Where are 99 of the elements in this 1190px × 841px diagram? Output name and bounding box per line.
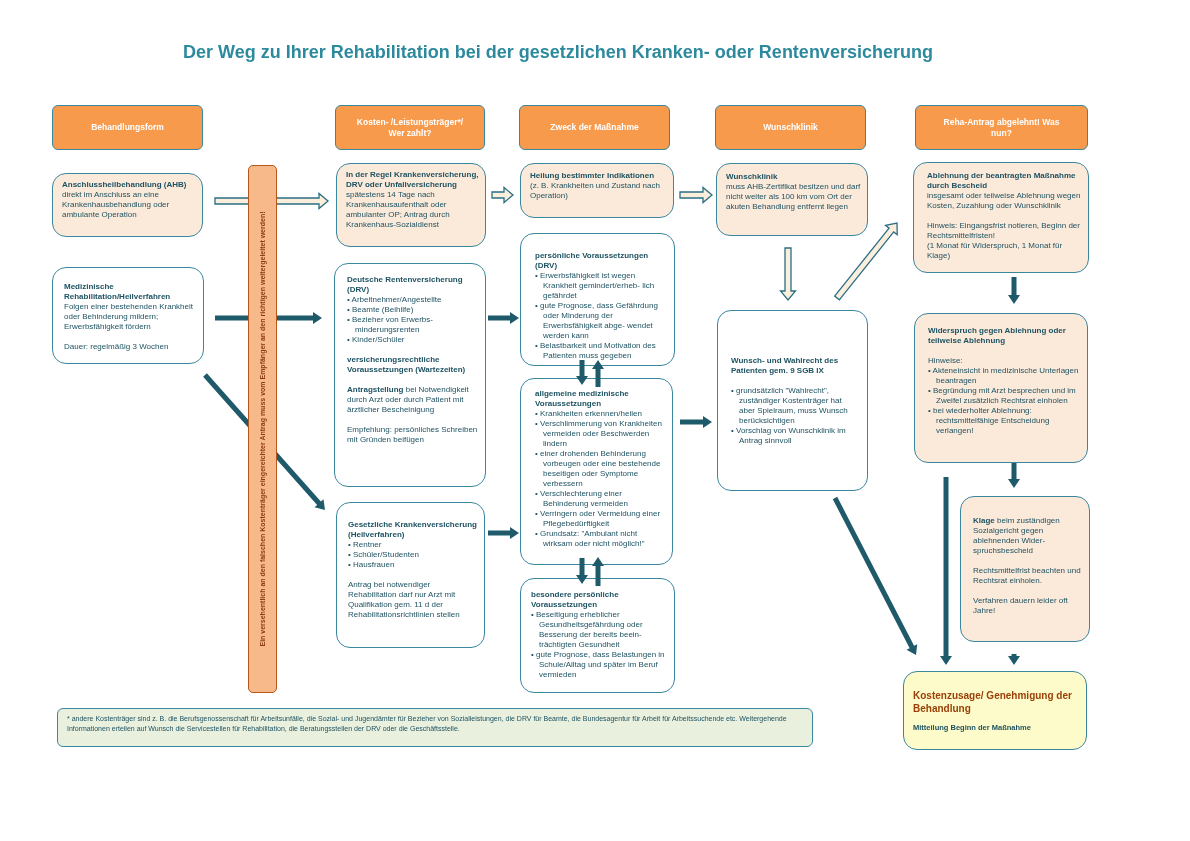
bullet-item: • Kinder/Schüler [347, 335, 406, 345]
box-text: spätestens 14 Tage nach Krankenhausaufenthalt oder ambulanter OP; Antrag durch Krankenhaus-Sozialdienst [346, 190, 451, 230]
arrow [680, 416, 712, 428]
bullet-item: • Begründung mit Arzt besprechen und im Zweifel zusätzlich Rechtsrat einholen [928, 386, 1077, 406]
box-heading: Wunsch- und Wahlrecht des Patienten gem. 9 SGB IX [731, 355, 840, 376]
arrow [779, 247, 797, 301]
arrow [576, 558, 588, 584]
box-text: Hinweise: [928, 356, 964, 366]
bullet-item: • bei wiederholter Ablehnung: rechtsmittelfähige Entscheidung verlangen! [928, 406, 1051, 436]
info-box [52, 173, 203, 237]
arrow [1008, 277, 1020, 304]
column-header [519, 105, 670, 150]
result-box [903, 671, 1087, 750]
bullet-item: • Beseitigung erheblicher Gesundheitsgefährdung oder Besserung der bereits beein- trächtigten Gesundheit [531, 610, 644, 650]
arrow [214, 192, 329, 210]
info-box [334, 263, 486, 487]
box-text: (1 Monat für Widerspruch, 1 Monat für Klage) [927, 241, 1064, 261]
bullet-item: • einer drohenden Behinderung vorbeugen oder eine bestehende beseitigen oder Symptome verbessern [535, 449, 662, 489]
box-text: Hinweis: Eingangsfrist notieren, Beginn der Rechtsmittelfristen! [927, 221, 1081, 241]
column-header [52, 105, 203, 150]
box-heading: Widerspruch gegen Ablehnung oder teilweise Ablehnung [928, 326, 1067, 346]
box-heading: Heilung bestimmter Indikationen [530, 171, 655, 181]
bullet-item: • Arbeitnehmer/Angestellte [347, 295, 443, 305]
info-box [520, 378, 673, 565]
info-box [336, 163, 486, 247]
header-text: Reha-Antrag abgelehnt! Was nun? [942, 116, 1061, 139]
info-box [716, 163, 868, 236]
bullet-item: • Erwerbsfähigkeit ist wegen Krankheit gemindert/erheb- lich gefährdet [535, 271, 656, 301]
bullet-item: • Hausfrauen [348, 560, 396, 570]
box-heading: persönliche Voraussetzungen (DRV) [535, 251, 650, 271]
box-text: Antrag bei notwendiger Rehabilitation darf nur Arzt mit Qualifikation gem. 11 d der Rehabilitationsrichtlinien stellen [348, 580, 461, 620]
info-box [914, 313, 1088, 463]
arrow [940, 477, 952, 665]
box-text: Klage beim zuständigen Sozialgericht gegen ablehnenden Wider- spruchsbescheid [973, 516, 1061, 556]
info-box [913, 162, 1089, 273]
bullet-item: • Bezieher von Erwerbs- minderungsrenten [347, 315, 434, 335]
bullet-item: • Schüler/Studenten [348, 550, 420, 560]
box-text: Verfahren dauern leider oft Jahre! [973, 596, 1069, 616]
box-heading: Anschlussheilbehandlung (AHB) [62, 180, 188, 190]
bullet-item: • Belastbarkeit und Motivation des Patienten muss gegeben [535, 341, 657, 361]
info-box [336, 502, 485, 648]
vertical-banner [248, 165, 277, 693]
box-text: insgesamt oder teilweise Ablehnung wegen Kosten, Zuzahlung oder Wunschklinik [927, 191, 1082, 211]
box-text: muss AHB-Zertifikat besitzen und darf nicht weiter als 100 km vom Ort der akuten Behandlung entfernt liegen [726, 182, 861, 212]
info-box [520, 163, 674, 218]
box-heading: allgemeine medizinische Voraussetzungen [535, 389, 630, 409]
header-text: Zweck der Maßnahme [550, 122, 639, 133]
box-heading: Kostenzusage/ Genehmigung der Behandlung [913, 689, 1073, 715]
arrow [203, 373, 325, 510]
bullet-item: • gute Prognose, dass Gefährdung oder Minderung der Erwerbsfähigkeit abge- wendet werden kann [535, 301, 659, 341]
info-box [717, 310, 868, 491]
bullet-item: • Rentner [348, 540, 383, 550]
column-header [335, 105, 485, 150]
header-text: Behandlungsform [91, 122, 164, 133]
box-heading: Gesetzliche Krankenversicherung (Heilverfahren) [348, 520, 478, 540]
info-box [520, 578, 675, 693]
box-heading: Deutsche Rentenversicherung (DRV) [347, 275, 464, 295]
bullet-item: • Vorschlag von Wunschklinik im Antrag sinnvoll [731, 425, 847, 446]
box-heading: besondere persönliche Voraussetzungen [531, 590, 620, 610]
bullet-item: • grundsätzlich "Wahlrecht", zuständiger Kostenträger hat aber Spielraum, muss Wunsch berücksichtigen [731, 385, 849, 426]
arrow [679, 186, 713, 204]
info-box [960, 496, 1090, 642]
column-header [915, 105, 1088, 150]
bullet-item: • Krankheiten erkennen/heilen [535, 409, 643, 419]
footnote-box [57, 708, 813, 747]
column-header [715, 105, 866, 150]
arrow [592, 557, 604, 586]
arrow [592, 360, 604, 387]
bullet-item: • gute Prognose, dass Belastungen in Schule/Alltag und später im Beruf vermieden [531, 650, 666, 680]
arrow [491, 186, 514, 204]
bullet-item: • Beamte (Beihilfe) [347, 305, 415, 315]
box-heading: Wunschklinik [726, 172, 779, 182]
box-heading: versicherungsrechtliche Voraussetzungen (Wartezeiten) [347, 355, 467, 375]
info-box [520, 233, 675, 366]
arrow [1008, 654, 1020, 665]
arrow [576, 360, 588, 385]
box-text: Antragstellung bei Notwendigkeit durch Arzt oder durch Patient mit ärztlicher Bescheinigung [347, 385, 470, 415]
bullet-item: • Grundsatz: "Ambulant nicht wirksam oder nicht möglich!" [535, 529, 646, 549]
header-text: Kosten- /Leistungsträger*/ Wer zahlt? [355, 116, 465, 139]
diagram-title: Der Weg zu Ihrer Rehabilitation bei der gesetzlichen Kranken- oder Rentenversicherung [182, 42, 934, 63]
box-text: Dauer: regelmäßig 3 Wochen [64, 342, 170, 352]
bullet-item: • Akteneinsicht in medizinische Unterlagen beantragen [928, 366, 1080, 386]
arrow [832, 496, 918, 655]
header-text: Wunschklinik [763, 122, 818, 133]
box-text: direkt im Anschluss an eine Krankenhausbehandlung oder ambulante Operation [62, 190, 171, 220]
box-text: Folgen einer bestehenden Krankheit oder Behinderung mildern; Erwerbsfähigkeit fördern [64, 302, 194, 332]
arrow [215, 312, 322, 324]
arrow [1008, 463, 1020, 488]
info-box [52, 267, 204, 364]
arrow [488, 527, 519, 539]
arrow [488, 312, 519, 324]
box-text: (z. B. Krankheiten und Zustand nach Operation) [530, 181, 661, 201]
box-heading: Medizinische Rehabilitation/Heilverfahren [64, 282, 172, 302]
bullet-item: • Verringern oder Vermeidung einer Pflegebedürftigkeit [535, 509, 662, 529]
arrow [833, 222, 898, 301]
box-text: Empfehlung: persönliches Schreiben mit Gründen beifügen [347, 425, 479, 445]
bullet-item: • Verschlechterung einer Behinderung vermeiden [535, 489, 629, 509]
box-text: Rechtsmittelfrist beachten und Rechtsrat einholen. [973, 566, 1082, 586]
bullet-item: • Verschlimmerung von Krankheiten vermeiden oder Beschwerden lindern [535, 419, 663, 449]
